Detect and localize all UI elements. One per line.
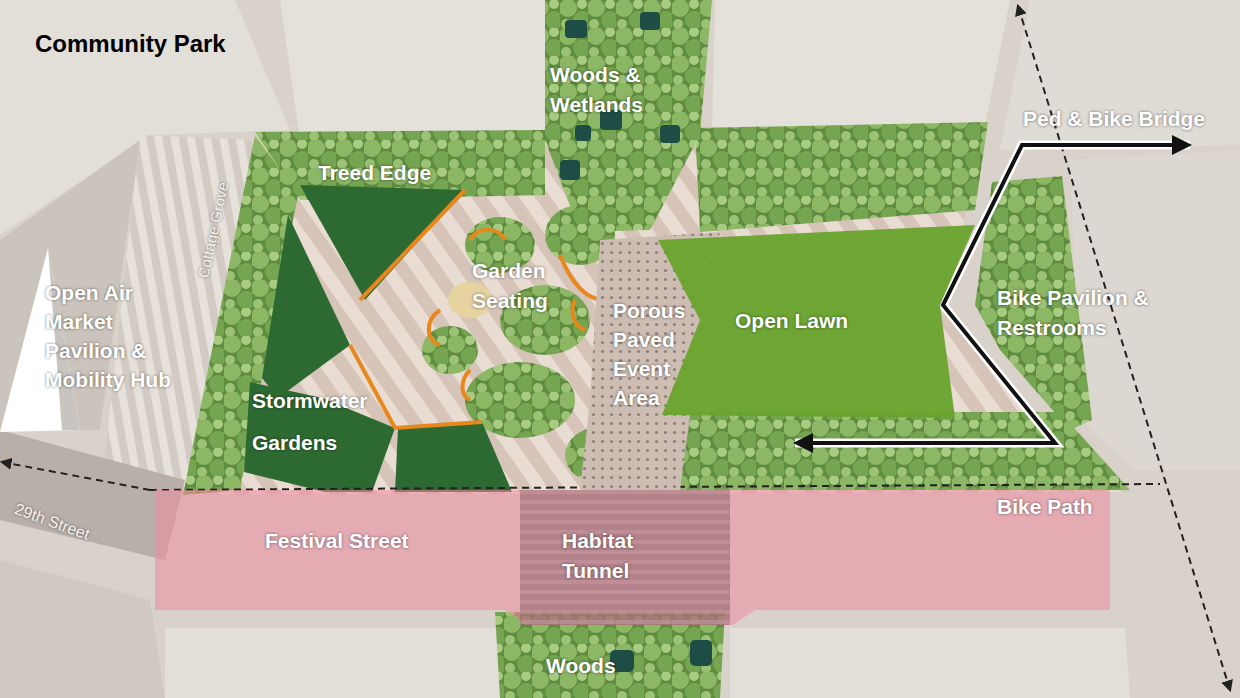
- area-label: Garden Seating: [472, 256, 572, 316]
- pond: [640, 12, 660, 30]
- pond: [690, 640, 712, 666]
- stormwater-garden: [395, 422, 512, 492]
- stormwater-garden: [262, 215, 350, 398]
- bench-edge: [360, 190, 465, 300]
- area-label: Open Lawn: [735, 306, 848, 336]
- bench: [470, 230, 505, 240]
- bench-edge: [350, 345, 482, 428]
- area-label: Woods: [546, 651, 616, 681]
- area-label: Festival Street: [265, 526, 409, 556]
- area-label: Woods & Wetlands: [550, 60, 660, 120]
- pond: [560, 160, 580, 180]
- bench: [572, 300, 585, 330]
- pond: [565, 20, 587, 38]
- stormwater-garden: [300, 185, 465, 300]
- bench: [429, 310, 440, 345]
- building: [730, 628, 1130, 698]
- building: [1070, 150, 1240, 470]
- area-label: Bike Pavilion & Restrooms: [997, 283, 1172, 343]
- pond: [660, 125, 680, 143]
- woods: [545, 0, 712, 232]
- map-title: Community Park: [35, 30, 226, 58]
- tunnel-shape: [520, 490, 730, 625]
- pond: [575, 125, 591, 141]
- bike-path-line: [2, 462, 150, 490]
- tree-edge: [695, 122, 988, 232]
- open-lawn: Open Lawn: [655, 225, 975, 420]
- building: [1000, 0, 1240, 150]
- festival-street: Festival Street Habitat Tunnel: [155, 490, 1110, 625]
- path-label: Bike Path: [997, 492, 1093, 522]
- tree-edge: [640, 412, 1130, 490]
- area-label: Stormwater Gardens: [252, 380, 382, 464]
- area-label: Treed Edge: [318, 158, 431, 188]
- area-label: Open Air Market Pavilion & Mobility Hub: [45, 278, 190, 394]
- area-label: Habitat Tunnel: [562, 526, 662, 586]
- habitat-tunnel: Habitat Tunnel: [520, 490, 730, 625]
- bench: [463, 370, 471, 400]
- building: [165, 628, 505, 698]
- building: [0, 560, 165, 698]
- area-label: Ped & Bike Bridge: [1023, 104, 1205, 134]
- building: [712, 0, 1010, 130]
- building: [280, 0, 545, 140]
